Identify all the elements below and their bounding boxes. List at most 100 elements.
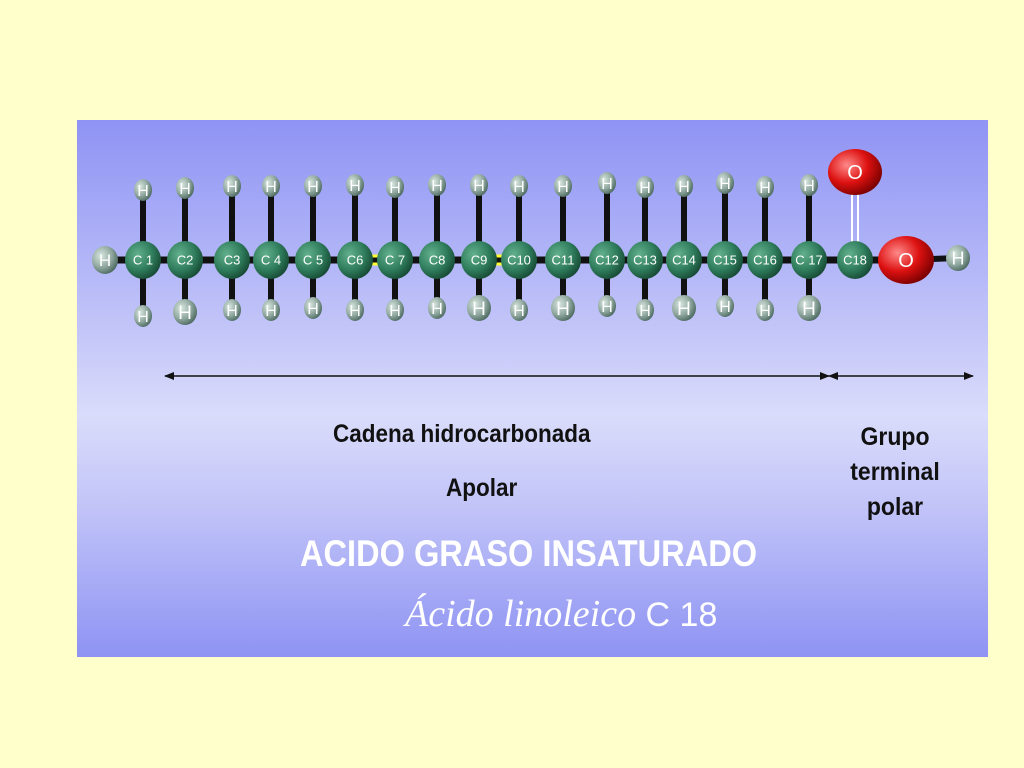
hydrogen-atom: H <box>675 175 693 197</box>
subtitle-italic: Ácido linoleico <box>405 593 637 635</box>
hydrogen-atom-label: H <box>389 303 401 320</box>
hydrogen-atom-shape <box>672 295 696 321</box>
hydrogen-atom-shape <box>636 176 654 198</box>
hydrogen-atom-shape <box>598 295 616 317</box>
hydrogen-atom: H <box>510 299 528 321</box>
carbon-atom-c10-shape <box>501 241 537 279</box>
carbon-atom-c14: C14 <box>666 241 702 279</box>
hydrogen-atom: H <box>598 172 616 194</box>
carbon-atom-c10-label: C10 <box>507 253 531 268</box>
hydrogen-atom-label: H <box>307 179 319 196</box>
carbon-atom-c2-label: C2 <box>177 253 194 268</box>
hydrogen-atom-shape <box>636 299 654 321</box>
hydrogen-atom-shape <box>176 177 194 199</box>
hydrogen-atom: H <box>554 175 572 197</box>
main-title: ACIDO GRASO INSATURADO <box>300 533 758 574</box>
hydrogen-atom-label: H <box>99 251 111 270</box>
carbon-atom-c16-label: C16 <box>753 253 777 268</box>
hydrogen-atom-label: H <box>265 303 277 320</box>
carbon-atom-c12: C12 <box>589 241 625 279</box>
oxygen-atom-carbonyl-label: O <box>847 162 863 184</box>
carbon-atom-c11: C11 <box>545 241 581 279</box>
carbon-atom-c10: C10 <box>501 241 537 279</box>
hydrogen-atom-label: H <box>759 180 771 197</box>
carbon-atom-c14-label: C14 <box>672 253 696 268</box>
hydrogen-atom-shape <box>800 174 818 196</box>
hydrogen-atom: H <box>346 174 364 196</box>
hydrogen-atom-label: H <box>431 301 443 318</box>
hydrogen-atom: H <box>262 299 280 321</box>
hydrogen-atom-label: H <box>678 179 690 196</box>
carbon-atom-c4-label: C 4 <box>261 253 281 268</box>
carbon-atom-c7-shape <box>377 241 413 279</box>
carbon-atom-c3: C3 <box>214 241 250 279</box>
carbon-atom-c3-label: C3 <box>224 253 241 268</box>
carbon-atom-c8-label: C8 <box>429 253 446 268</box>
hydrogen-atom-shape <box>554 175 572 197</box>
carbon-atom-c8-shape <box>419 241 455 279</box>
carbon-atom-c13-shape <box>627 241 663 279</box>
hydrogen-atom-shape <box>470 174 488 196</box>
hydrogen-atom: H <box>800 174 818 196</box>
apolar-label: Apolar <box>446 474 518 502</box>
carbon-atom-c7: C 7 <box>377 241 413 279</box>
hydrogen-atom: H <box>598 295 616 317</box>
hydrogen-atom-shape <box>223 299 241 321</box>
oxygen-atom-carbonyl-shape <box>828 149 882 195</box>
hydrogen-atom: H <box>467 295 491 321</box>
carbon-atom-c9: C9 <box>461 241 497 279</box>
hydrogen-atom-shape <box>223 175 241 197</box>
hydrogen-atom-label: H <box>952 248 965 268</box>
hydrogen-atom: H <box>346 299 364 321</box>
oxygen-atom-carbonyl: O <box>828 149 882 195</box>
hydrogen-atom-shape <box>173 299 197 325</box>
hydrogen-atom-shape <box>510 299 528 321</box>
carbon-atom-c7-label: C 7 <box>385 253 405 268</box>
carbon-atom-c11-shape <box>545 241 581 279</box>
hydrogen-atom: H <box>134 305 152 327</box>
carbon-atom-c17: C 17 <box>791 241 827 279</box>
hydrogen-atom-label: H <box>601 176 613 193</box>
hydrogen-atom-shape <box>756 299 774 321</box>
hydrogen-atom: H <box>304 175 322 197</box>
hydrogen-atom-shape <box>510 175 528 197</box>
hydrogen-atom-shape <box>428 174 446 196</box>
hydrogen-atom-shape <box>598 172 616 194</box>
hydrogen-atom: H <box>551 295 575 321</box>
hydrogen-atom-shape <box>467 295 491 321</box>
subtitle: Ácido linoleico C 18 <box>405 592 717 636</box>
hydrogen-atom-label: H <box>556 299 570 320</box>
hydrogen-atom-label: H <box>389 180 401 197</box>
carbon-atom-c16: C16 <box>747 241 783 279</box>
hydrogen-atom-shape <box>262 175 280 197</box>
carbon-atom-c6-label: C6 <box>347 253 364 268</box>
hydrogen-atom: H <box>304 297 322 319</box>
hydrogen-atom-label: H <box>179 181 191 198</box>
hydrogen-atom-shape <box>304 297 322 319</box>
hydrogen-atom: H <box>946 245 970 271</box>
carbon-atom-c14-shape <box>666 241 702 279</box>
carbon-atom-c4: C 4 <box>253 241 289 279</box>
hydrogen-atom-label: H <box>265 179 277 196</box>
hydrogen-atom-label: H <box>557 179 569 196</box>
carbon-atom-c5-label: C 5 <box>303 253 323 268</box>
hydrogen-atom-label: H <box>759 303 771 320</box>
carbon-atom-c12-shape <box>589 241 625 279</box>
hydrogen-atom-label: H <box>639 303 651 320</box>
hydrogen-atom-label: H <box>601 299 613 316</box>
carbon-atom-c1-label: C 1 <box>133 253 153 268</box>
oxygen-atom-hydroxyl-label: O <box>898 250 914 272</box>
hydrogen-atom-shape <box>134 179 152 201</box>
carbon-atom-c2-shape <box>167 241 203 279</box>
carbon-atom-c1: C 1 <box>125 241 161 279</box>
carbon-atom-c6-shape <box>337 241 373 279</box>
hydrogen-atom-label: H <box>349 178 361 195</box>
hydrogen-atom: H <box>223 175 241 197</box>
hydrogen-atom: H <box>428 297 446 319</box>
hydrogen-atom-shape <box>346 299 364 321</box>
hydrogen-atom-shape <box>756 176 774 198</box>
carbon-atom-c17-shape <box>791 241 827 279</box>
hydrogen-atom: H <box>716 295 734 317</box>
hydrogen-atom: H <box>797 295 821 321</box>
